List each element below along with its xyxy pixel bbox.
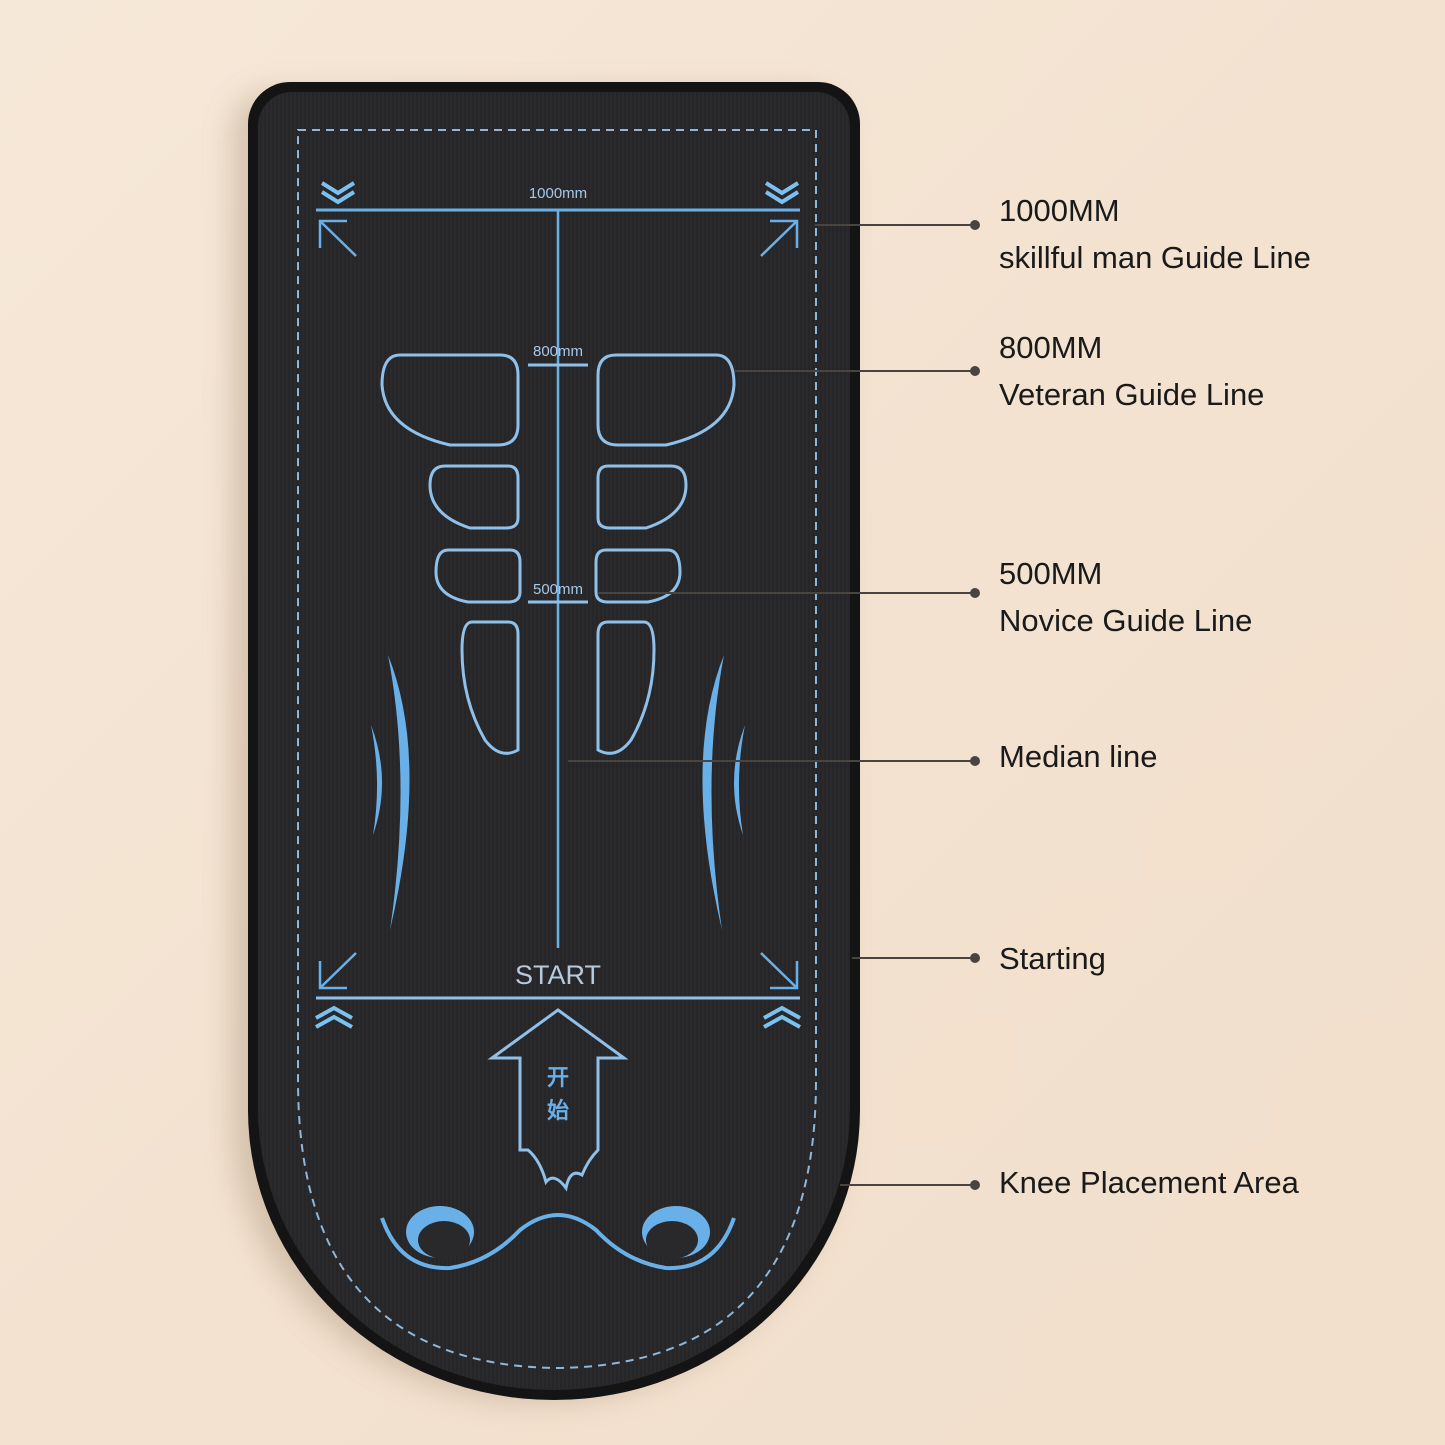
stitch-border xyxy=(297,129,817,1370)
callout-subtitle: Veteran Guide Line xyxy=(999,377,1265,412)
waist-curves xyxy=(371,655,745,930)
mat-surface xyxy=(258,92,850,1390)
arrow-text-1: 开 xyxy=(547,1066,569,1091)
label-1000mm: 1000mm xyxy=(529,185,587,202)
plank-mat xyxy=(248,82,860,1400)
callout-title: Median line xyxy=(999,739,1158,774)
callout-title: Knee Placement Area xyxy=(999,1165,1299,1200)
start-arrow-icon xyxy=(487,1008,629,1192)
callout-knee-placement: Knee Placement Area xyxy=(999,1159,1299,1206)
callout-800mm: 800MM Veteran Guide Line xyxy=(999,324,1264,418)
ab-muscle-outlines xyxy=(380,353,736,755)
callout-leaders xyxy=(568,220,980,1190)
callout-subtitle: Novice Guide Line xyxy=(999,603,1253,638)
chevron-down-icon xyxy=(320,181,800,205)
callout-1000mm: 1000MM skillful man Guide Line xyxy=(999,187,1311,281)
start-label: START xyxy=(515,960,601,990)
callout-title: 500MM xyxy=(999,556,1103,591)
callout-500mm: 500MM Novice Guide Line xyxy=(999,550,1252,644)
callout-title: 800MM xyxy=(999,330,1103,365)
callout-title: Starting xyxy=(999,941,1106,976)
callout-starting: Starting xyxy=(999,935,1106,982)
knee-placement-icon xyxy=(380,1206,736,1271)
callout-title: 1000MM xyxy=(999,193,1120,228)
callout-subtitle: skillful man Guide Line xyxy=(999,240,1311,275)
arrow-text-2: 始 xyxy=(547,1098,569,1124)
callout-median-line: Median line xyxy=(999,733,1158,780)
label-500mm: 500mm xyxy=(533,581,583,598)
corner-arrow-icon xyxy=(318,952,799,990)
chevron-up-icon xyxy=(315,1005,801,1029)
label-800mm: 800mm xyxy=(533,343,583,360)
corner-arrow-icon xyxy=(318,219,799,257)
